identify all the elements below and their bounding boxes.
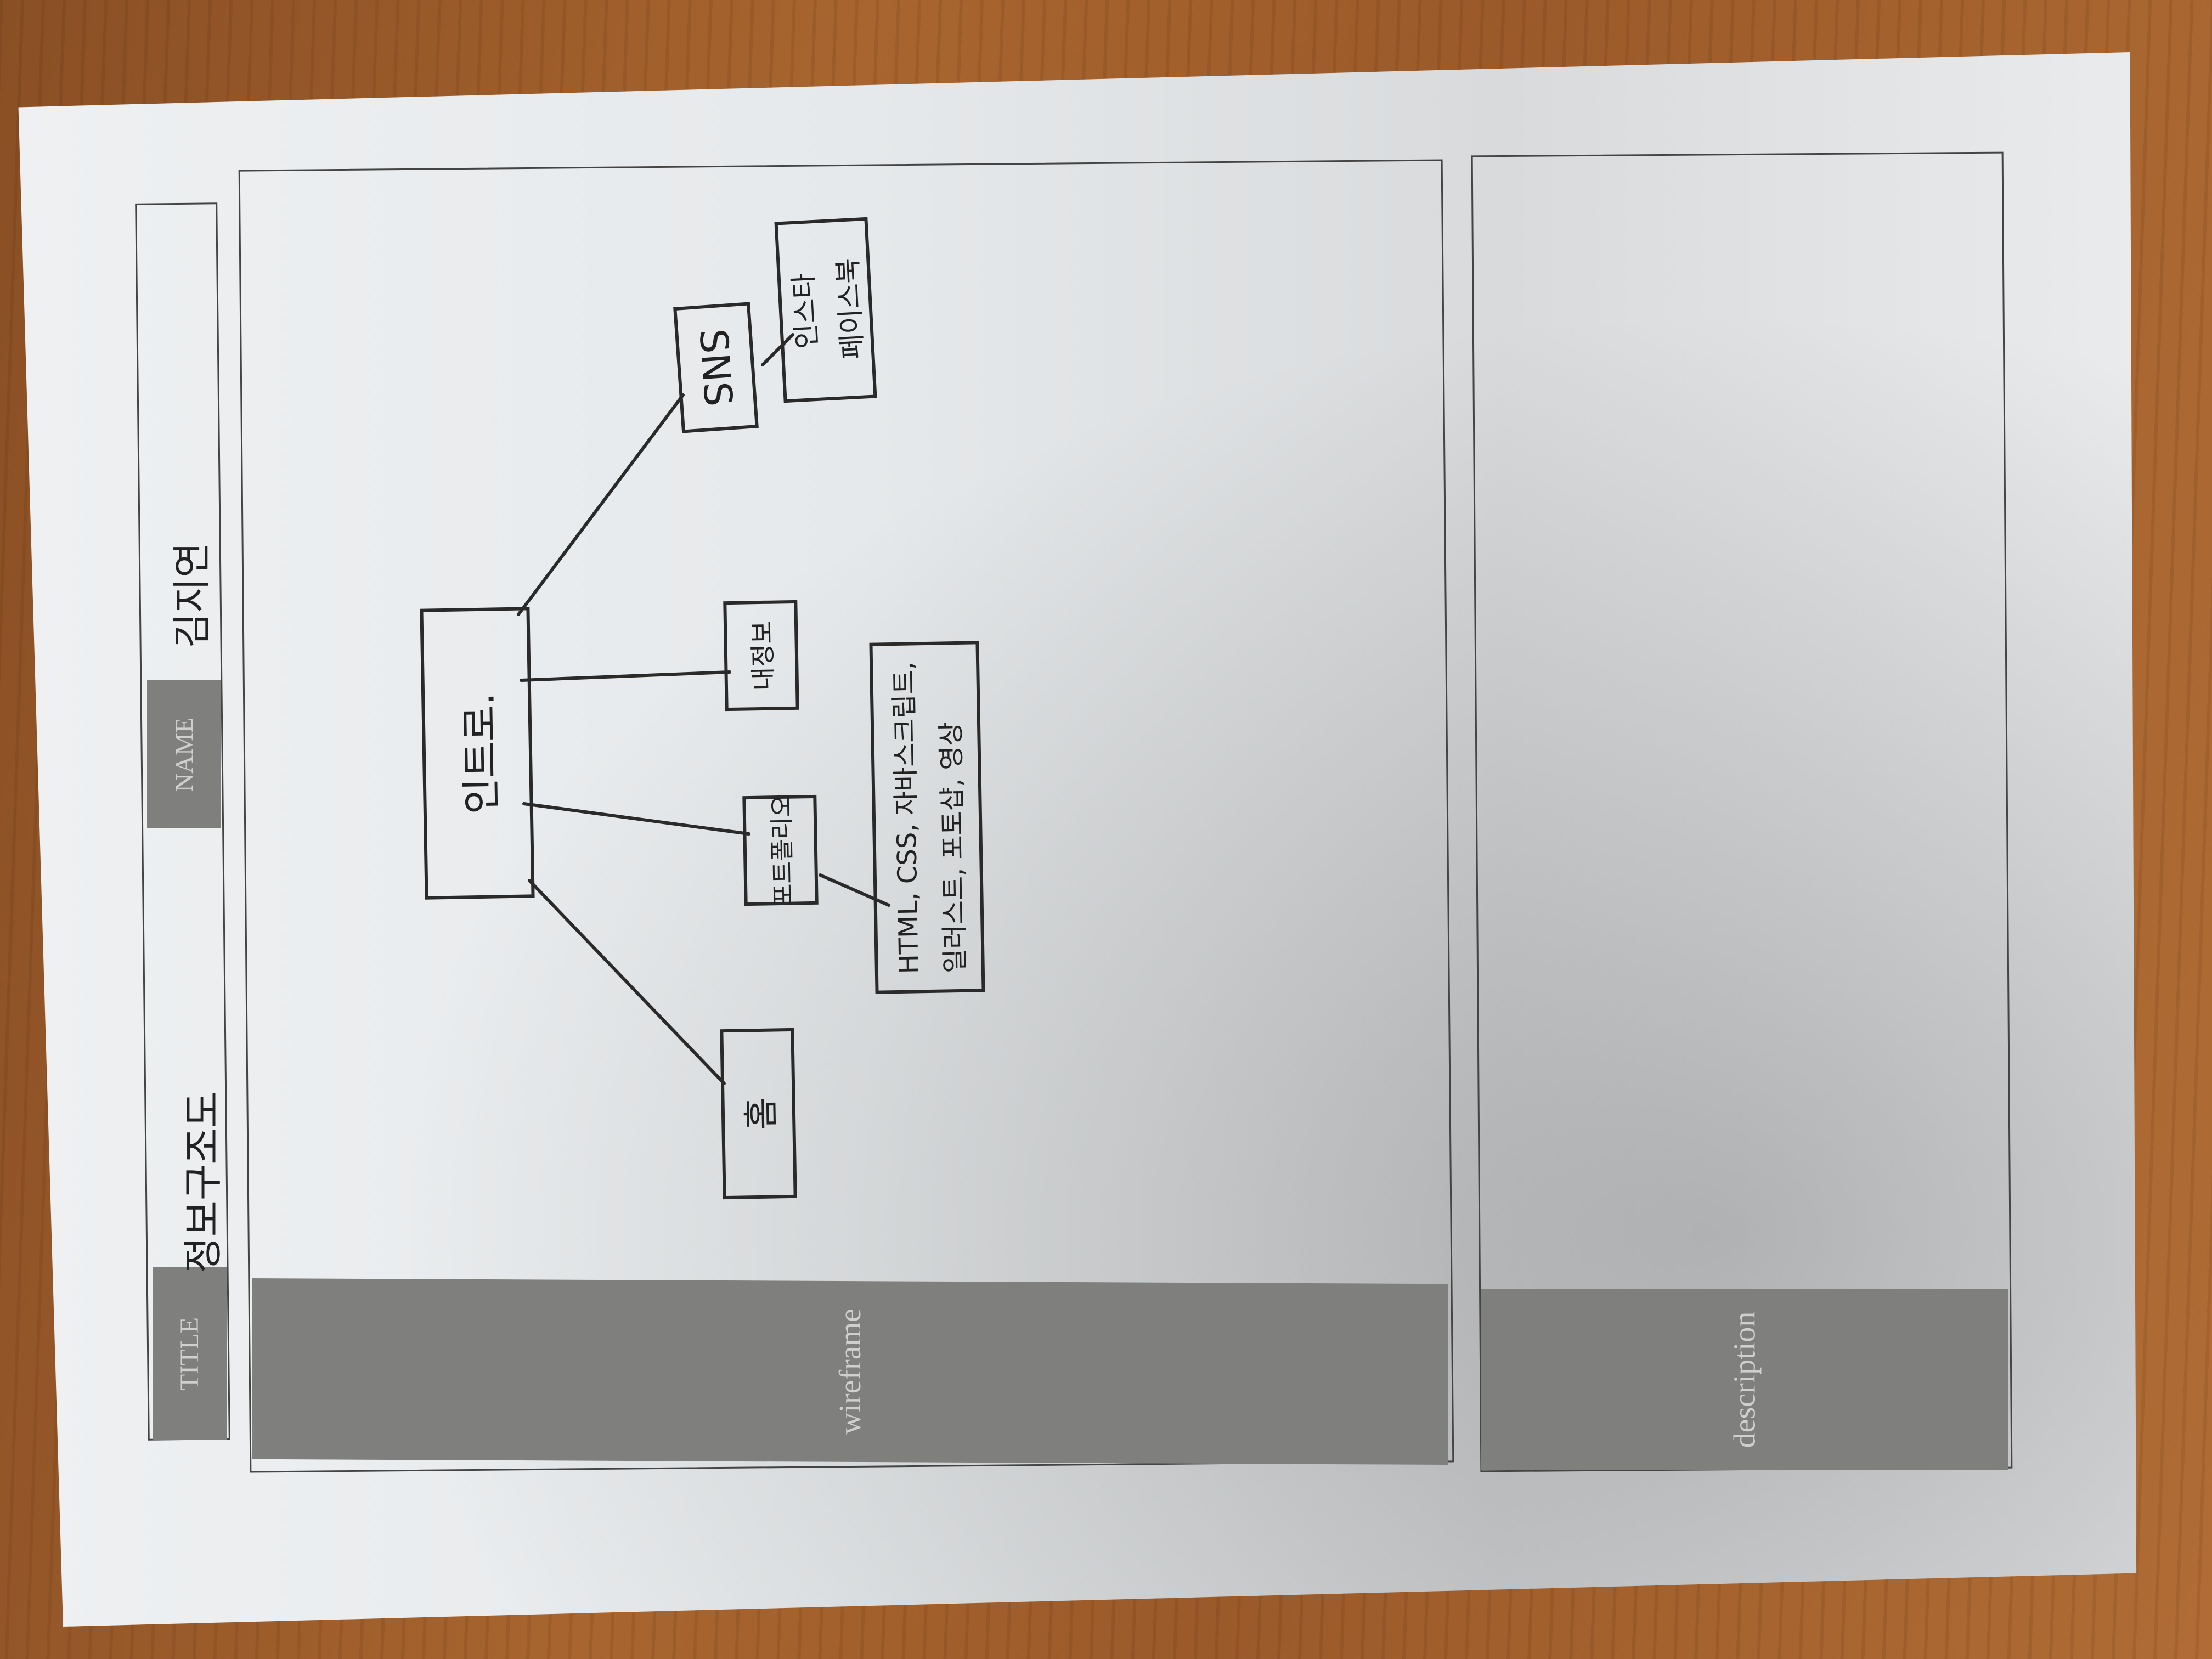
name-label-cell: NAME — [147, 680, 221, 828]
node-home-label: 홈 — [741, 1097, 782, 1130]
portfolio-detail-line2: 일러스트, 포토샵, 영상 — [935, 721, 971, 974]
wireframe-label-cell: wireframe — [252, 1278, 1448, 1465]
node-portfolio: 포트폴리오 — [742, 794, 819, 906]
connector-root-portfolio — [522, 802, 751, 836]
node-myinfo: 내정보 — [723, 600, 799, 712]
connector-root-home — [528, 879, 726, 1085]
title-label-cell: TITLE — [153, 1267, 227, 1440]
node-sns-label: SNS — [691, 327, 741, 408]
description-label-cell: description — [1481, 1289, 2008, 1470]
node-portfolio-detail: HTML, CSS, 자바스크립트, 일러스트, 포토샵, 영상 — [869, 641, 985, 994]
portfolio-detail-line1: HTML, CSS, 자바스크립트, — [889, 661, 925, 974]
node-myinfo-label: 내정보 — [747, 620, 778, 691]
connector-root-myinfo — [520, 670, 731, 682]
sns-detail-line1: 인스타 — [787, 272, 823, 350]
node-intro: 인트로. — [420, 607, 535, 900]
connector-root-sns — [517, 393, 685, 616]
node-portfolio-label: 포트폴리오 — [768, 794, 798, 906]
sns-detail-line2: 페이스북 — [832, 257, 869, 360]
connector-portfolio-detail — [819, 873, 890, 907]
node-sns-detail: 인스타 페이스북 — [774, 217, 877, 403]
connector-sns-detail — [761, 333, 794, 366]
node-intro-label: 인트로. — [456, 692, 505, 815]
node-sns: SNS — [673, 302, 759, 433]
node-home: 홈 — [720, 1028, 797, 1200]
